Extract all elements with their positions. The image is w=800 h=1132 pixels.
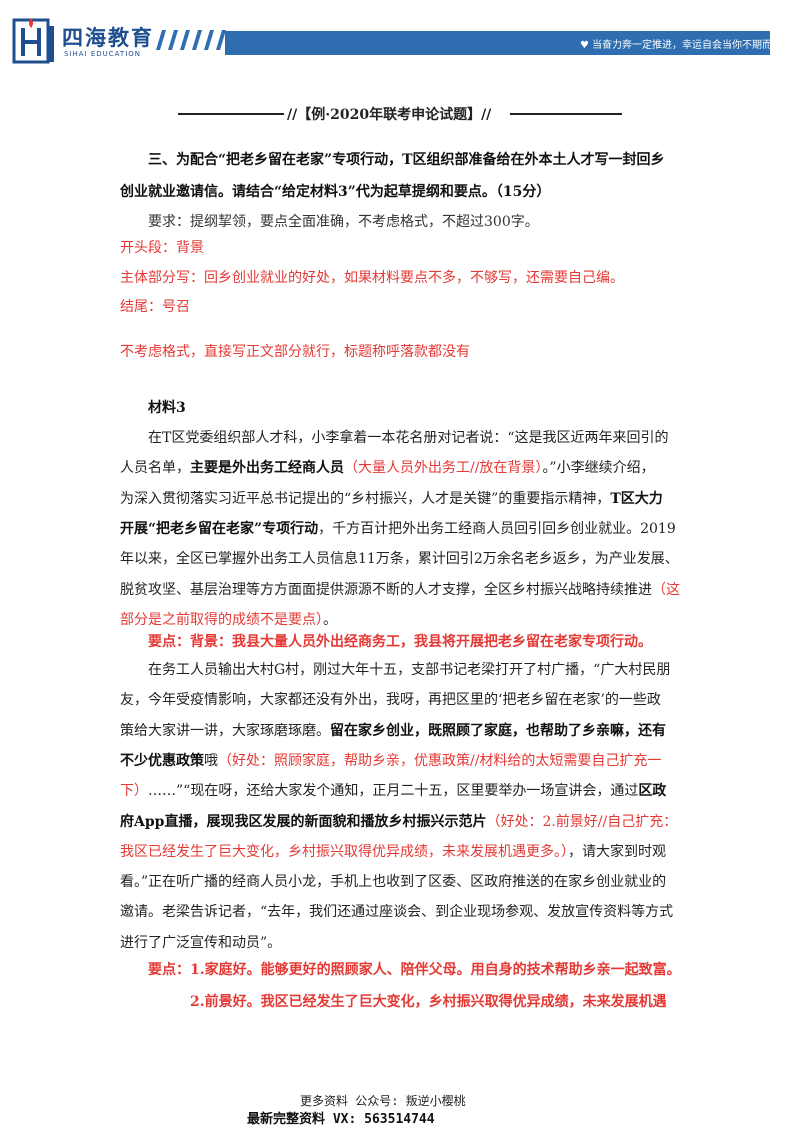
text-segment: ，请大家到时观	[568, 843, 666, 860]
title-rule-right	[510, 113, 622, 115]
text-segment: 府App直播，展现我区发展的新面貌和播放乡村振兴示范片	[120, 813, 487, 830]
requirement: 要求：提纲挈领，要点全面准确，不考虑格式，不超过300字。	[148, 214, 539, 230]
note-ending: 结尾：号召	[120, 299, 190, 315]
paragraph-line: 进行了广泛宣传和动员”。	[120, 933, 281, 953]
question-line-1: 三、为配合“把老乡留在老家”专项行动，T区组织部准备给在外本土人才写一封回乡	[148, 152, 665, 168]
paragraph-line: 府App直播，展现我区发展的新面貌和播放乡村振兴示范片（好处：2.前景好//自己…	[120, 812, 677, 832]
paragraph-line: 部分是之前取得的成绩不是要点）。	[120, 610, 337, 630]
text-segment: 在务工人员输出大村G村，刚过大年十五，支部书记老梁打开了村广播，“广大村民朋	[148, 662, 671, 678]
paragraph-line: 在务工人员输出大村G村，刚过大年十五，支部书记老梁打开了村广播，“广大村民朋	[148, 660, 670, 680]
key-point-2-line-1: 要点：1.家庭好。能够更好的照顾家人、陪伴父母。用自身的技术帮助乡亲一起致富。	[148, 962, 681, 978]
paragraph-line: 友，今年受疫情影响，大家都还没有外出，我呀，再把区里的‘把老乡留在老家’的一些政	[120, 690, 661, 710]
decorative-stripes	[156, 30, 226, 50]
text-segment: 人员名单，	[120, 460, 190, 477]
note-opening: 开头段：背景	[120, 240, 204, 256]
text-segment: （这	[652, 581, 680, 598]
text-segment: 留在家乡创业，既照顾了家庭，也帮助了乡亲嘛，还有	[330, 722, 666, 739]
paragraph-line: 我区已经发生了巨大变化，乡村振兴取得优异成绩，未来发展机遇更多。），请大家到时观	[120, 842, 666, 862]
text-segment: 年以来，全区已掌握外出务工人员信息11万条，累计回引2万余名老乡返乡，为产业发展…	[120, 551, 679, 568]
header-bar	[225, 31, 770, 55]
section-title: //【例·2020年联考申论试题】//	[287, 107, 492, 123]
text-segment: 友，今年受疫情影响，大家都还没有外出，我呀，再把区里的‘把老乡留在老家’的一些政	[120, 692, 661, 709]
paragraph-line: 策给大家讲一讲，大家琢磨琢磨。留在家乡创业，既照顾了家庭，也帮助了乡亲嘛，还有	[120, 721, 666, 741]
paragraph-line: 在T区党委组织部人才科，小李拿着一本花名册对记者说：“这是我区近两年来回引的	[148, 428, 669, 448]
text-segment: 不少优惠政策	[120, 752, 204, 769]
note-format: 不考虑格式，直接写正文部分就行，标题称呼落款都没有	[120, 344, 470, 360]
text-segment: 邀请。老梁告诉记者，“去年，我们还通过座谈会、到企业现场参观、发放宣传资料等方式	[120, 904, 674, 921]
header-slogan: ♥当奋力奔一定推进，幸运自会当你不期而遇！	[580, 36, 792, 51]
text-segment: （好处：照顾家庭，帮助乡亲，优惠政策//材料给的太短需要自己扩充一	[218, 752, 662, 769]
text-segment: 主要是外出务工经商人员	[190, 460, 344, 477]
title-rule-left	[178, 113, 284, 115]
text-segment: 在T区党委组织部人才科，小李拿着一本花名册对记者说：“这是我区近两年来回引的	[148, 430, 669, 446]
text-segment: 开展“把老乡留在老家”专项行动	[120, 520, 319, 537]
paragraph-line: 人员名单，主要是外出务工经商人员（大量人员外出务工//放在背景）。”小李继续介绍…	[120, 458, 655, 478]
paragraph-line: 看。”正在听广播的经商人员小龙，手机上也收到了区委、区政府推送的在家乡创业就业的	[120, 872, 666, 892]
note-main: 主体部分写：回乡创业就业的好处，如果材料要点不多，不够写，还需要自己编。	[120, 270, 624, 286]
logo-text: 四海教育	[62, 26, 154, 50]
footer-line-2: 最新完整资料 VX: 563514744	[247, 1112, 435, 1127]
text-segment: 脱贫攻坚、基层治理等方方面面提供源源不断的人才支撑，全区乡村振兴战略持续推进	[120, 581, 652, 598]
footer-line-1: 更多资料 公众号: 叛逆小樱桃	[300, 1094, 466, 1108]
key-point-2-line-2: 2.前景好。我区已经发生了巨大变化，乡村振兴取得优异成绩，未来发展机遇	[190, 994, 667, 1010]
paragraph-line: 邀请。老梁告诉记者，“去年，我们还通过座谈会、到企业现场参观、发放宣传资料等方式	[120, 902, 673, 922]
text-segment: ，千方百计把外出务工经商人员回引回乡创业就业。2019	[318, 520, 676, 537]
text-segment: 进行了广泛宣传和动员”。	[120, 934, 282, 951]
text-segment: ……”“现在呀，还给大家发个通知，正月二十五，区里要举办一场宣讲会，通过	[148, 783, 639, 800]
page-header: 四海教育 SIHAI EDUCATION ♥当奋力奔一定推进，幸运自会当你不期而…	[0, 0, 800, 80]
text-segment: 看。”正在听广播的经商人员小龙，手机上也收到了区委、区政府推送的在家乡创业就业的	[120, 874, 667, 891]
text-segment: 。	[323, 611, 337, 628]
text-segment: （大量人员外出务工//放在背景）	[344, 460, 543, 477]
text-segment: （好处：2.前景好//自己扩充：	[486, 813, 678, 830]
paragraph-line: 为深入贯彻落实习近平总书记提出的“乡村振兴，人才是关键”的重要指示精神，T区大力	[120, 489, 663, 509]
question-line-2: 创业就业邀请信。请结合“给定材料3”代为起草提纲和要点。（15分）	[120, 184, 551, 200]
slogan-text: 当奋力奔一定推进，幸运自会当你不期而遇！	[591, 40, 792, 51]
logo-subtext: SIHAI EDUCATION	[64, 50, 142, 58]
paragraph-line: 下）……”“现在呀，还给大家发个通知，正月二十五，区里要举办一场宣讲会，通过区政	[120, 781, 666, 801]
text-segment: 部分是之前取得的成绩不是要点）	[120, 611, 323, 628]
text-segment: 策给大家讲一讲，大家琢磨琢磨。	[120, 722, 330, 739]
paragraph-line: 开展“把老乡留在老家”专项行动，千方百计把外出务工经商人员回引回乡创业就业。20…	[120, 519, 676, 539]
text-segment: 我区已经发生了巨大变化，乡村振兴取得优异成绩，未来发展机遇更多。）	[120, 843, 568, 860]
text-segment: 下）	[120, 783, 148, 800]
text-segment: 区政	[638, 783, 667, 800]
text-segment: T区大力	[610, 490, 663, 507]
heart-icon: ♥	[580, 40, 589, 51]
paragraph-line: 不少优惠政策哦（好处：照顾家庭，帮助乡亲，优惠政策//材料给的太短需要自己扩充一	[120, 751, 661, 771]
sihai-logo-icon	[12, 18, 54, 64]
paragraph-line: 脱贫攻坚、基层治理等方方面面提供源源不断的人才支撑，全区乡村振兴战略持续推进（这	[120, 580, 680, 600]
text-segment: 。”小李继续介绍，	[542, 460, 655, 477]
text-segment: 为深入贯彻落实习近平总书记提出的“乡村振兴，人才是关键”的重要指示精神，	[120, 490, 611, 507]
text-segment: 哦	[204, 752, 218, 769]
paragraph-line: 年以来，全区已掌握外出务工人员信息11万条，累计回引2万余名老乡返乡，为产业发展…	[120, 549, 679, 569]
material-heading: 材料3	[148, 400, 186, 416]
key-point-1: 要点：背景：我县大量人员外出经商务工，我县将开展把老乡留在老家专项行动。	[148, 634, 652, 650]
